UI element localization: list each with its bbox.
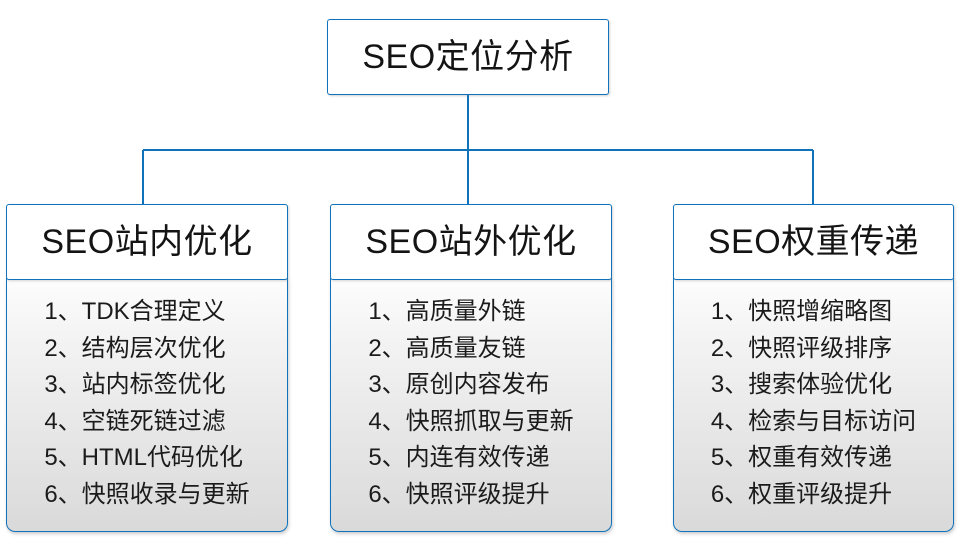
branch-body-1: 1、TDK合理定义 2、结构层次优化 3、站内标签优化 4、空链死链过滤 5、H… bbox=[6, 278, 288, 533]
list-item: 3、搜索体验优化 bbox=[710, 371, 893, 399]
branch-item-list-3: 1、快照增缩略图 2、快照评级排序 3、搜索体验优化 4、检索与目标访问 5、权… bbox=[711, 294, 916, 513]
list-item: 3、站内标签优化 bbox=[44, 371, 226, 399]
list-item: 2、快照评级排序 bbox=[710, 334, 893, 362]
branch-body-3: 1、快照增缩略图 2、快照评级排序 3、搜索体验优化 4、检索与目标访问 5、权… bbox=[673, 278, 954, 533]
branch-header-label-3: SEO权重传递 bbox=[707, 223, 920, 261]
branch-header-3[interactable]: SEO权重传递 bbox=[673, 204, 954, 280]
list-item: 4、空链死链过滤 bbox=[44, 407, 226, 435]
list-item: 1、TDK合理定义 bbox=[44, 298, 226, 326]
list-item: 2、结构层次优化 bbox=[44, 334, 226, 362]
list-item: 6、快照收录与更新 bbox=[44, 480, 250, 508]
list-item: 4、快照抓取与更新 bbox=[368, 407, 574, 435]
branch-header-label-2: SEO站外优化 bbox=[365, 223, 577, 261]
branch-column-1: SEO站内优化 1、TDK合理定义 2、结构层次优化 3、站内标签优化 4、空链… bbox=[6, 204, 288, 533]
list-item: 1、高质量外链 bbox=[368, 298, 526, 326]
branch-body-2: 1、高质量外链 2、高质量友链 3、原创内容发布 4、快照抓取与更新 5、内连有… bbox=[330, 278, 612, 533]
list-item: 5、权重有效传递 bbox=[710, 444, 893, 472]
list-item: 5、内连有效传递 bbox=[368, 444, 550, 472]
root-node[interactable]: SEO定位分析 bbox=[327, 19, 609, 95]
root-node-label: SEO定位分析 bbox=[362, 38, 574, 76]
list-item: 5、HTML代码优化 bbox=[44, 444, 243, 472]
branch-column-2: SEO站外优化 1、高质量外链 2、高质量友链 3、原创内容发布 4、快照抓取与… bbox=[330, 204, 612, 533]
list-item: 4、检索与目标访问 bbox=[710, 407, 917, 435]
list-item: 3、原创内容发布 bbox=[368, 371, 550, 399]
list-item: 6、权重评级提升 bbox=[710, 480, 893, 508]
branch-item-list-2: 1、高质量外链 2、高质量友链 3、原创内容发布 4、快照抓取与更新 5、内连有… bbox=[368, 294, 573, 513]
list-item: 6、快照评级提升 bbox=[368, 480, 550, 508]
branch-header-2[interactable]: SEO站外优化 bbox=[330, 204, 612, 280]
branch-header-1[interactable]: SEO站内优化 bbox=[6, 204, 288, 280]
branch-column-3: SEO权重传递 1、快照增缩略图 2、快照评级排序 3、搜索体验优化 4、检索与… bbox=[673, 204, 954, 533]
list-item: 1、快照增缩略图 bbox=[710, 298, 893, 326]
list-item: 2、高质量友链 bbox=[368, 334, 526, 362]
branch-header-label-1: SEO站内优化 bbox=[41, 223, 253, 261]
branch-item-list-1: 1、TDK合理定义 2、结构层次优化 3、站内标签优化 4、空链死链过滤 5、H… bbox=[44, 294, 249, 513]
